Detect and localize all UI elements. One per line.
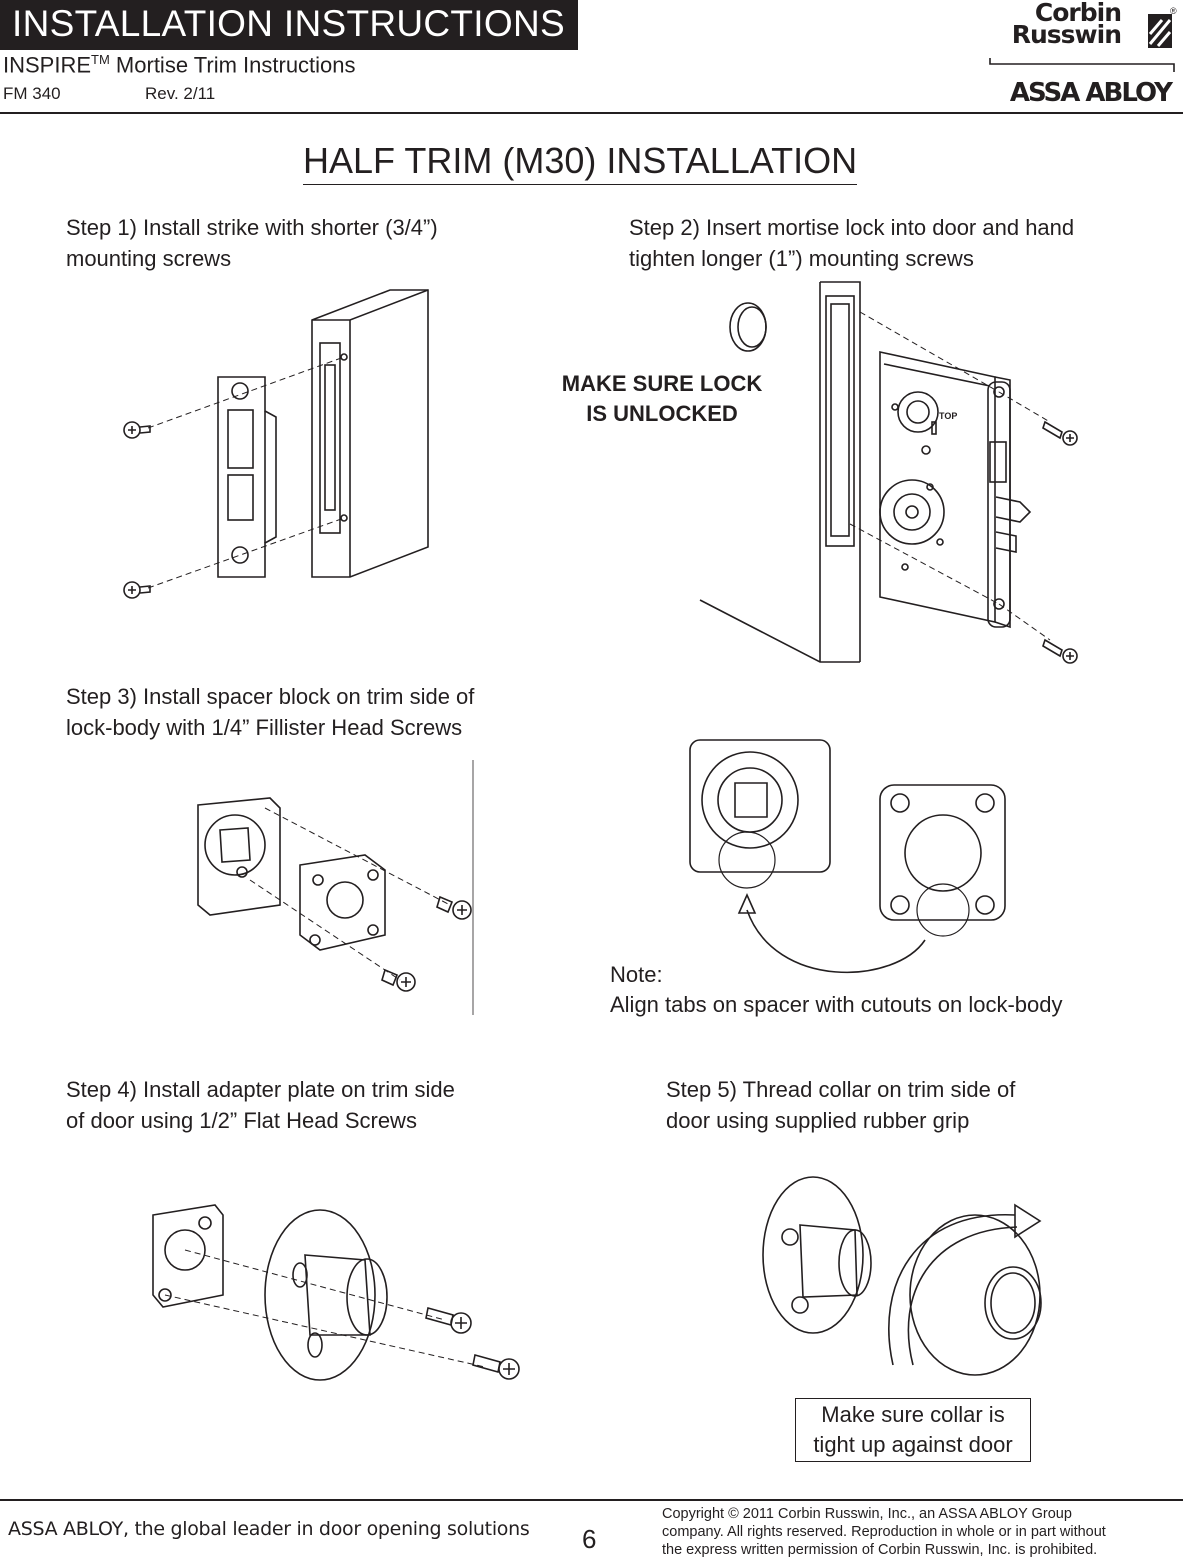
step-3-line1: Step 3) Install spacer block on trim sid… (66, 684, 475, 709)
collar-line2: tight up against door (813, 1432, 1013, 1457)
step-1-line2: mounting screws (66, 246, 232, 271)
step-3-text: Step 3) Install spacer block on trim sid… (66, 681, 586, 743)
top-label: TOP (939, 411, 958, 421)
rotate-arrow-icon (1014, 1203, 1042, 1239)
logo-stripes-icon (1148, 14, 1172, 48)
product-line: INSPIRETM Mortise Trim Instructions (3, 52, 356, 78)
footer-rule (0, 1499, 1183, 1501)
assa-abloy-logo: ASSA ABLOY (1009, 78, 1173, 108)
trademark: TM (91, 52, 110, 67)
unlock-line1: MAKE SURE LOCK (561, 371, 763, 396)
page-title: HALF TRIM (M30) INSTALLATION (303, 140, 858, 185)
mortise-lock-illustration (699, 281, 1078, 664)
arrow-head-icon (737, 893, 757, 914)
step-1-line1: Step 1) Install strike with shorter (3/4… (66, 215, 438, 240)
header-rule (0, 112, 1183, 114)
product-name: INSPIRE (3, 52, 92, 78)
collar-install-illustration (762, 1176, 1042, 1376)
banner-title: INSTALLATION INSTRUCTIONS (12, 3, 565, 44)
logo-divider (989, 58, 1175, 72)
screw-icon (425, 1306, 472, 1334)
step-5-line1: Step 5) Thread collar on trim side of (666, 1077, 1016, 1102)
step-2-line1: Step 2) Insert mortise lock into door an… (629, 215, 1075, 240)
product-suffix: Mortise Trim Instructions (109, 52, 356, 78)
logo-line1: Corbin (1034, 0, 1122, 27)
note-text: Align tabs on spacer with cutouts on loc… (610, 992, 1063, 1017)
screw-icon (436, 895, 472, 920)
collar-line1: Make sure collar is (821, 1402, 1005, 1427)
registered-mark: ® (1170, 6, 1177, 16)
header-banner: INSTALLATION INSTRUCTIONS (0, 0, 578, 50)
spacer-block-illustration (197, 760, 474, 1015)
step-3-line2: lock-body with 1/4” Fillister Head Screw… (66, 715, 463, 740)
collar-callout-box: Make sure collar is tight up against doo… (795, 1398, 1031, 1462)
page-number: 6 (582, 1524, 597, 1554)
step-4-line1: Step 4) Install adapter plate on trim si… (66, 1077, 455, 1102)
form-number: FM 340 (3, 84, 61, 103)
step-4-line2: of door using 1/2” Flat Head Screws (66, 1108, 417, 1133)
step-2-text: Step 2) Insert mortise lock into door an… (629, 212, 1169, 274)
unlock-callout: MAKE SURE LOCK IS UNLOCKED (548, 369, 776, 429)
corbin-russwin-logo: Corbin Russwin (1011, 0, 1155, 49)
spacer-alignment-illustration (689, 739, 1006, 974)
revision: Rev. 2/11 (145, 84, 216, 103)
logo-line2: Russwin (1011, 20, 1122, 49)
screw-icon (123, 421, 151, 439)
copyright-line1: Copyright © 2011 Corbin Russwin, Inc., a… (662, 1506, 1072, 1522)
screw-icon (381, 968, 416, 992)
screw-icon (123, 581, 151, 599)
step-1-text: Step 1) Install strike with shorter (3/4… (66, 212, 586, 274)
screw-icon (472, 1353, 520, 1380)
note-label: Note: (610, 962, 663, 987)
adapter-plate-illustration (152, 1204, 520, 1381)
screw-icon (1042, 638, 1078, 664)
strike-install-illustration (123, 289, 429, 599)
step-4-text: Step 4) Install adapter plate on trim si… (66, 1074, 586, 1136)
alignment-note: Note: Align tabs on spacer with cutouts … (610, 960, 1062, 1020)
step-5-line2: door using supplied rubber grip (666, 1108, 970, 1133)
copyright-line3: the express written permission of Corbin… (662, 1542, 1098, 1558)
footer-tagline: ASSA ABLOY, the global leader in door op… (8, 1518, 530, 1540)
copyright-line2: company. All rights reserved. Reproducti… (662, 1524, 1106, 1540)
copyright-notice: Copyright © 2011 Corbin Russwin, Inc., a… (662, 1505, 1182, 1559)
step-5-text: Step 5) Thread collar on trim side of do… (666, 1074, 1166, 1136)
screw-icon (1042, 420, 1078, 446)
unlock-line2: IS UNLOCKED (586, 401, 738, 426)
step-2-line2: tighten longer (1”) mounting screws (629, 246, 974, 271)
